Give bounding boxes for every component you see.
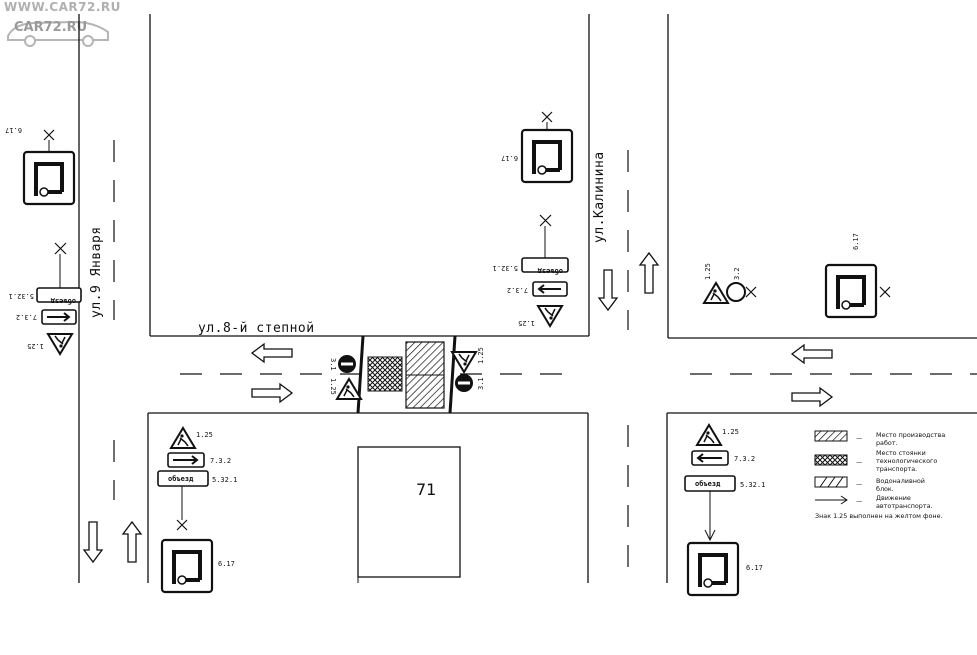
code-732-bl: 7.3.2 xyxy=(210,457,231,465)
roadwork-sign-icon xyxy=(47,333,73,355)
svg-text:—: — xyxy=(856,497,863,505)
code-5321-bl: 5.32.1 xyxy=(212,476,237,484)
code-125-left: 1.25 xyxy=(27,342,44,350)
roadwork-sign-icon xyxy=(451,351,477,373)
detour-scheme-sign-icon xyxy=(686,541,740,597)
detour-text-br: объезд xyxy=(695,480,721,488)
legend-parking-1: Место стоянки xyxy=(876,449,926,457)
street-jan9: ул.9 Января xyxy=(89,226,104,318)
legend-water-1: Водоналивной xyxy=(876,477,925,485)
code-31-left: 3.1 xyxy=(329,358,337,371)
road-center-lines xyxy=(113,140,977,570)
sign-cluster-bottom-right: 1.25 7.3.2 объезд 5.32.1 6.17 xyxy=(684,424,765,597)
tech-parking-area xyxy=(367,356,403,392)
code-125-br: 1.25 xyxy=(722,428,739,436)
car-logo-icon xyxy=(7,20,109,47)
legend-water-2: блок. xyxy=(876,485,894,493)
sign-cluster-bottom-left: 1.25 7.3.2 объезд 5.32.1 6.17 xyxy=(157,427,237,594)
detour-scheme-sign-icon xyxy=(824,263,878,319)
svg-text:—: — xyxy=(856,434,863,442)
roadwork-sign-icon xyxy=(170,427,196,449)
code-125-bl: 1.25 xyxy=(196,431,213,439)
roadwork-sign-icon xyxy=(336,378,362,400)
watermark-url: WWW.CAR72.RU xyxy=(4,0,121,14)
code-732-br: 7.3.2 xyxy=(734,455,755,463)
legend-traffic-2: автотранспорта. xyxy=(876,502,933,510)
code-125-rt: 1.25 xyxy=(704,263,712,280)
street-kalinina: ул.Калинина xyxy=(592,151,607,243)
code-617-rt: 6.17 xyxy=(852,233,860,250)
legend-parking-3: транспорта. xyxy=(876,465,917,473)
code-32-rt: 3.2 xyxy=(733,267,741,280)
code-125-wz-right: 1.25 xyxy=(477,347,485,364)
code-125-wz-left: 1.25 xyxy=(329,378,337,395)
detour-text-left: объезд xyxy=(50,297,76,305)
legend: — Место производства работ. — Место стоя… xyxy=(814,430,945,520)
code-5321-br: 5.32.1 xyxy=(740,481,765,489)
no-entry-sign-icon xyxy=(338,355,356,373)
svg-text:—: — xyxy=(856,458,863,466)
detour-plate-bl xyxy=(157,470,209,487)
watermark-logo-text: CAR72.RU xyxy=(14,20,88,35)
code-732-top: 7.3.2 xyxy=(507,286,528,294)
detour-plate-top xyxy=(521,257,569,273)
code-617-bl: 6.17 xyxy=(218,560,235,568)
code-617-br: 6.17 xyxy=(746,564,763,572)
sign-cluster-top: 6.17 объезд 5.32.1 7.3.2 1.25 xyxy=(493,111,574,327)
roadwork-sign-icon xyxy=(537,305,563,327)
detour-text-top: объезд xyxy=(537,267,563,275)
no-traffic-sign-icon xyxy=(726,282,746,302)
code-125-top: 1.25 xyxy=(518,319,535,327)
code-5321-left: 5.32.1 xyxy=(9,292,34,300)
detour-scheme-sign-icon xyxy=(520,128,574,184)
legend-parking-2: технологического xyxy=(876,457,937,465)
sign-cluster-left: 6.17 объезд 5.32.1 7.3.2 1.25 xyxy=(5,126,82,355)
legend-note: Знак 1.25 выполнен на желтом фоне. xyxy=(815,512,943,520)
work-zone xyxy=(356,335,457,414)
building-71 xyxy=(357,446,461,578)
roadwork-sign-icon xyxy=(703,282,729,304)
detour-text-bl: объезд xyxy=(168,475,194,483)
legend-traffic-1: Движение xyxy=(876,494,911,502)
detour-scheme-sign-icon xyxy=(160,538,214,594)
street-stepnoy: ул.8-й степной xyxy=(198,321,315,336)
detour-plate-left xyxy=(36,287,82,303)
roadwork-sign-icon xyxy=(696,424,722,446)
road-edges xyxy=(78,14,977,583)
code-5321-top: 5.32.1 xyxy=(493,264,518,272)
sign-cluster-right-top: 1.25 3.2 6.17 xyxy=(703,233,891,319)
no-entry-sign-icon xyxy=(455,374,473,392)
code-617-left: 6.17 xyxy=(5,126,22,134)
building-number: 71 xyxy=(416,480,436,499)
detour-scheme-sign-icon xyxy=(22,150,76,206)
code-732-left: 7.3.2 xyxy=(16,313,37,321)
svg-text:—: — xyxy=(856,480,863,488)
legend-work-1: Место производства xyxy=(876,431,945,439)
code-617-top: 6.17 xyxy=(501,154,518,162)
code-31-right: 3.1 xyxy=(477,377,485,390)
sign-cluster-workzone: 3.1 1.25 3.1 1.25 xyxy=(329,347,485,400)
legend-work-2: работ. xyxy=(876,439,898,447)
